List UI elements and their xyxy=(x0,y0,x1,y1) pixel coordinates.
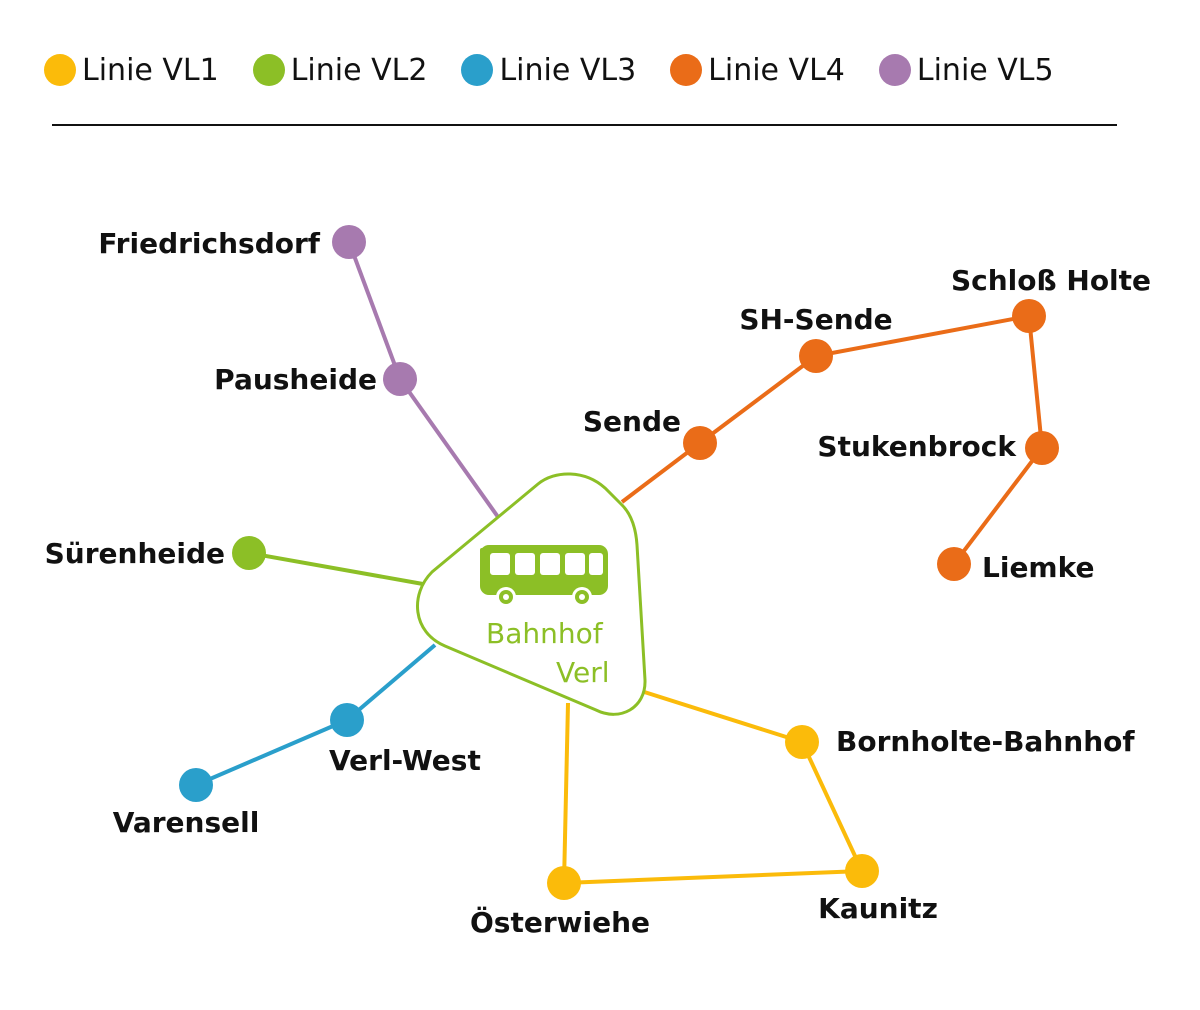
stop-label-schloss-holte: Schloß Holte xyxy=(951,264,1151,297)
route-vl5 xyxy=(347,241,505,526)
legend-item-vl5: Linie VL5 xyxy=(878,52,1054,88)
stop-label-kaunitz: Kaunitz xyxy=(818,892,938,925)
route-vl1-segment xyxy=(637,688,803,744)
hub-label-line1: Bahnhof xyxy=(486,617,604,650)
stop-marker-oesterwiehe xyxy=(547,866,581,900)
legend-dot-vl1 xyxy=(44,54,76,86)
bus-icon xyxy=(480,545,608,607)
legend-dot-vl4 xyxy=(670,54,703,86)
legend-divider xyxy=(52,124,1117,126)
stop-label-oesterwiehe: Österwiehe xyxy=(470,905,650,939)
stop-label-friedrichsdorf: Friedrichsdorf xyxy=(98,227,320,260)
route-vl1-segment xyxy=(562,702,570,884)
stop-marker-kaunitz xyxy=(845,854,879,888)
stop-marker-varensell xyxy=(179,768,213,802)
stop-label-stukenbrock: Stukenbrock xyxy=(817,430,1017,463)
route-vl1-segment xyxy=(563,869,863,885)
route-vl1 xyxy=(562,688,864,885)
route-vl2-segment xyxy=(248,551,424,586)
stop-label-verl-west: Verl-West xyxy=(329,744,481,777)
hub-bahnhof-verl: Bahnhof Verl xyxy=(416,472,647,716)
legend-label-vl3: Linie VL3 xyxy=(499,52,637,88)
stop-marker-friedrichsdorf xyxy=(332,225,366,259)
stop-labels: Friedrichsdorf Pausheide Sürenheide Verl… xyxy=(45,227,1151,939)
stop-label-suerenheide: Sürenheide xyxy=(45,537,225,570)
route-vl3-segment xyxy=(345,643,437,722)
route-vl3 xyxy=(195,643,437,787)
stop-marker-liemke xyxy=(937,547,971,581)
legend-label-vl2: Linie VL2 xyxy=(290,52,428,88)
stops xyxy=(179,225,1059,900)
stop-label-sende: Sende xyxy=(583,405,681,438)
stop-marker-sh-sende xyxy=(799,339,833,373)
route-vl3-segment xyxy=(195,718,348,787)
stop-marker-schloss-holte xyxy=(1012,299,1046,333)
stop-marker-verl-west xyxy=(330,703,364,737)
route-vl4-segment xyxy=(952,446,1044,566)
route-vl4-segment xyxy=(815,314,1030,358)
route-vl4-segment xyxy=(1027,315,1044,449)
route-vl4-segment xyxy=(698,354,818,445)
legend-dot-vl3 xyxy=(461,54,494,86)
stop-marker-pausheide xyxy=(383,362,417,396)
legend-dot-vl2 xyxy=(252,54,285,86)
route-vl2 xyxy=(248,551,424,586)
line-legend: Linie VL1 Linie VL2 Linie VL3 Linie VL4 … xyxy=(44,44,1088,96)
stop-label-sh-sende: SH-Sende xyxy=(739,303,892,336)
route-vl5-segment xyxy=(398,377,505,526)
legend-label-vl4: Linie VL4 xyxy=(708,52,845,88)
stop-label-pausheide: Pausheide xyxy=(214,363,377,396)
legend-item-vl3: Linie VL3 xyxy=(461,53,636,88)
legend-dot-vl5 xyxy=(878,54,911,86)
hub-label-line2: Verl xyxy=(556,656,610,689)
stop-label-liemke: Liemke xyxy=(982,551,1094,584)
stop-marker-suerenheide xyxy=(232,536,266,570)
stop-label-varensell: Varensell xyxy=(113,806,260,839)
route-vl4 xyxy=(620,314,1044,566)
legend-item-vl4: Linie VL4 xyxy=(670,53,845,88)
legend-item-vl1: Linie VL1 xyxy=(44,53,219,88)
legend-label-vl1: Linie VL1 xyxy=(82,52,219,88)
stop-marker-sende xyxy=(683,426,717,460)
stop-marker-bornholte xyxy=(785,725,819,759)
route-vl1-segment xyxy=(800,741,864,872)
route-vl5-segment xyxy=(347,241,402,380)
legend-item-vl2: Linie VL2 xyxy=(252,52,428,88)
legend-label-vl5: Linie VL5 xyxy=(916,52,1054,88)
stop-marker-stukenbrock xyxy=(1025,431,1059,465)
stop-label-bornholte: Bornholte-Bahnhof xyxy=(836,725,1135,758)
